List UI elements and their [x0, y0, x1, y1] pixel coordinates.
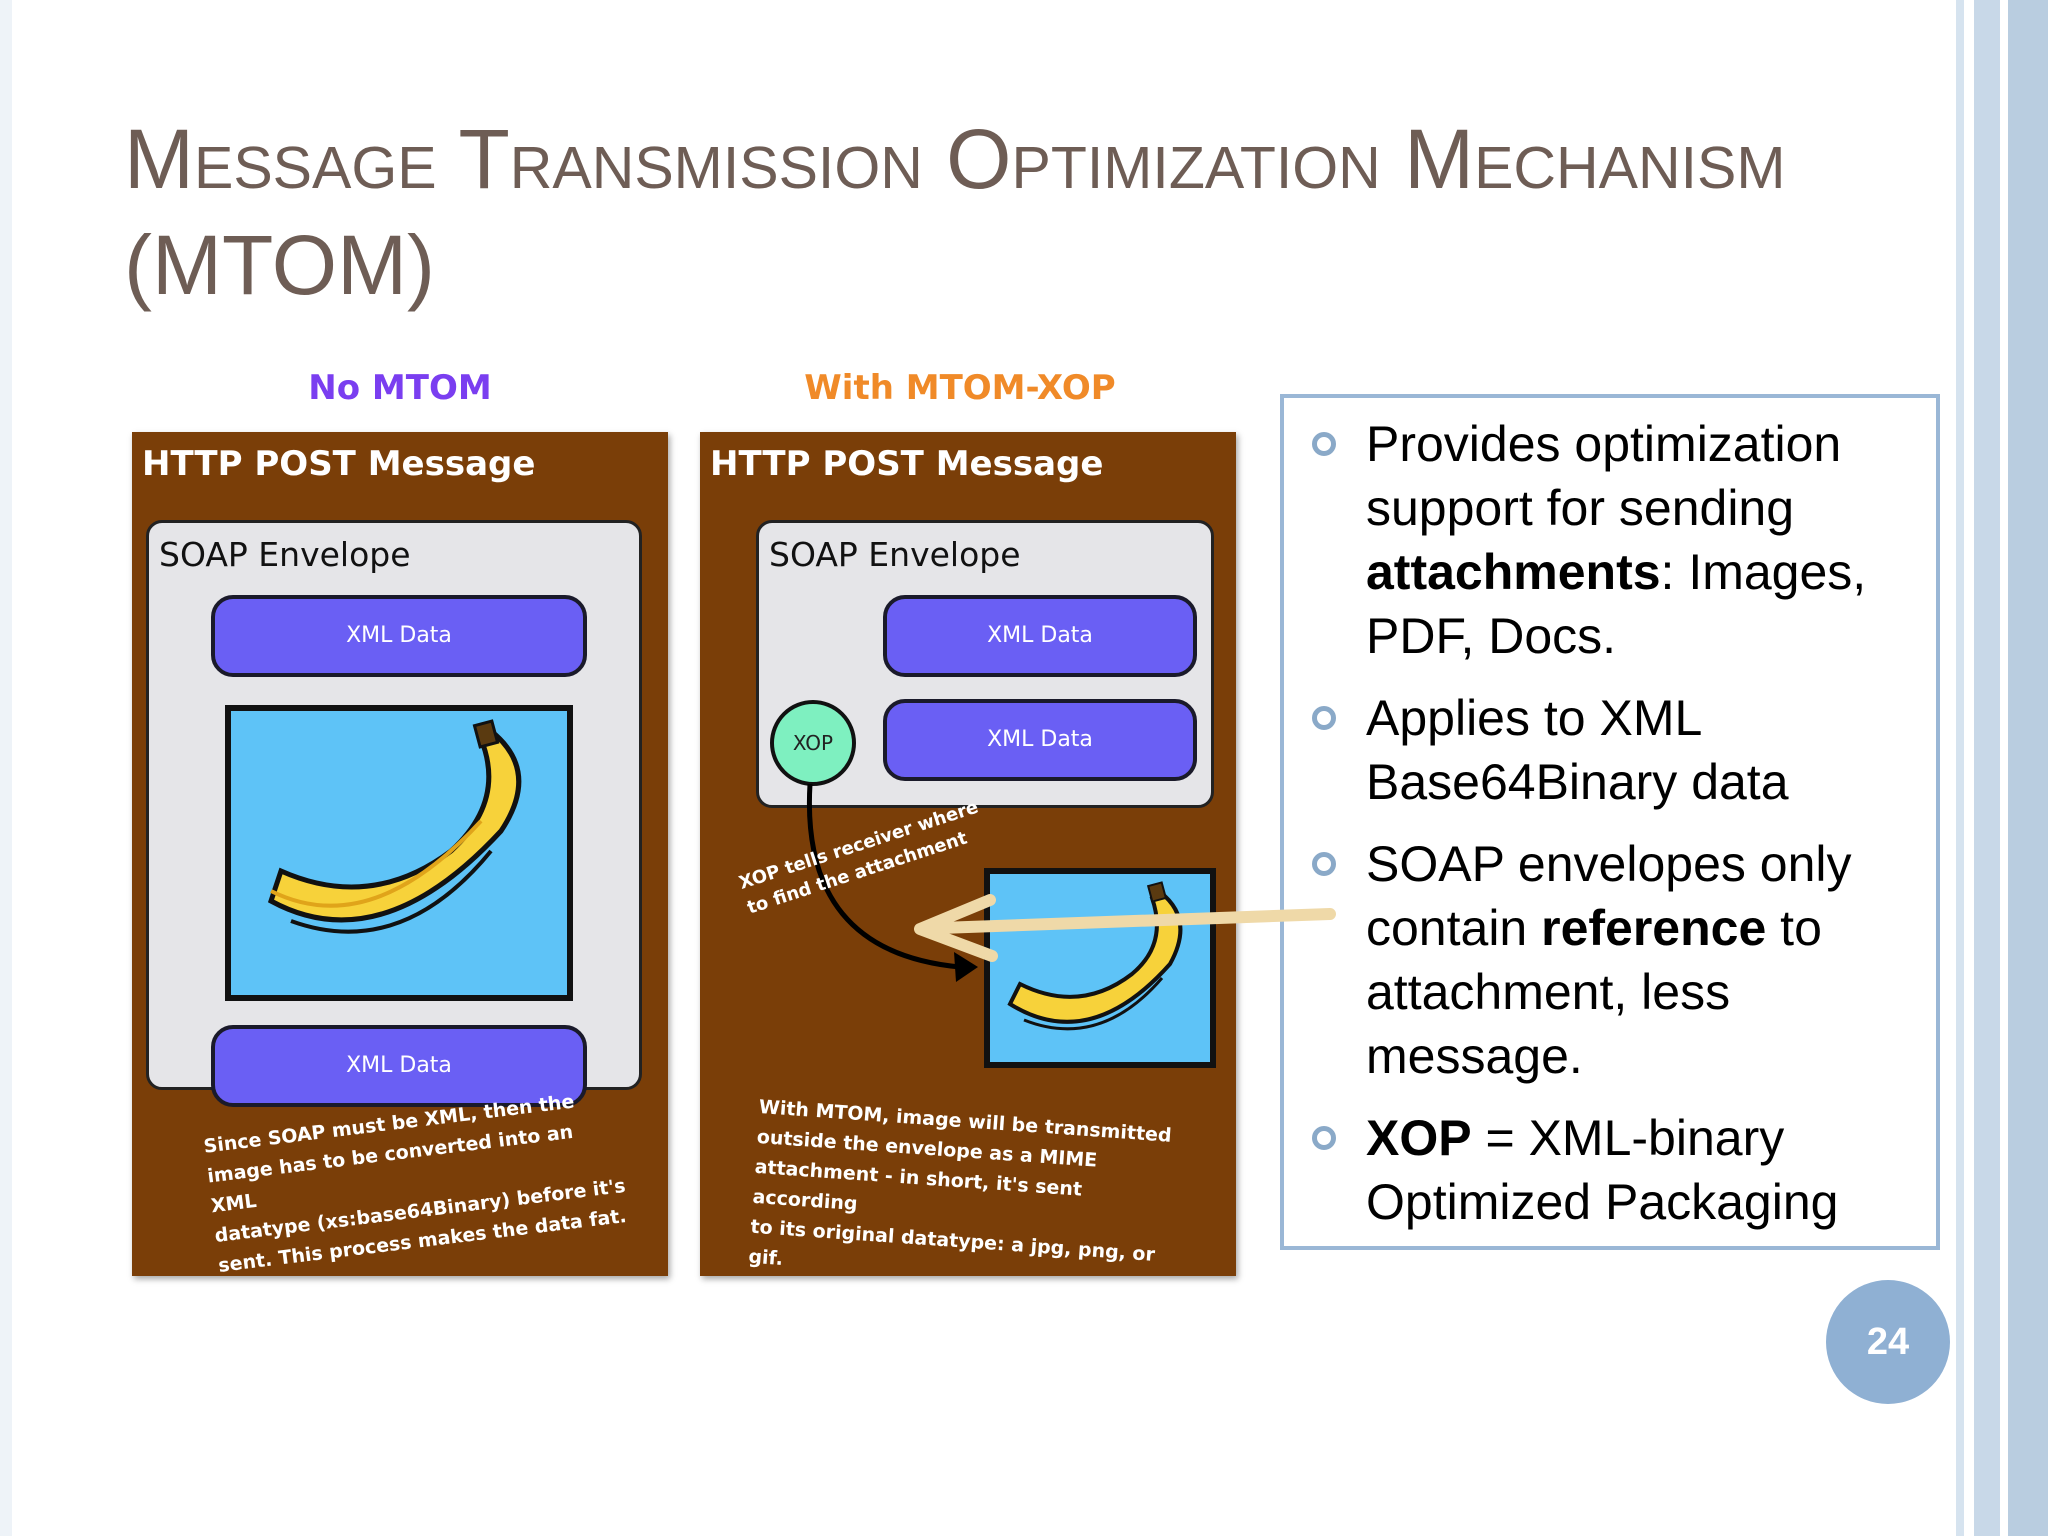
xop-node: XOP — [770, 700, 856, 786]
attachment-image — [984, 868, 1216, 1068]
right-stripe — [2000, 0, 2008, 1536]
right-stripe — [1956, 0, 1964, 1536]
no-mtom-note: Since SOAP must be XML, then the image h… — [202, 1090, 628, 1277]
bullet-item: Applies to XML Base64Binary data — [1284, 686, 1944, 814]
no-mtom-diagram: HTTP POST Message SOAP Envelope XML Data… — [132, 432, 668, 1277]
bullet-list: Provides optimization support for sendin… — [1284, 412, 1944, 1252]
bullet-box: Provides optimization support for sendin… — [1280, 394, 1940, 1250]
with-mtom-diagram: HTTP POST Message SOAP Envelope XML Data… — [700, 432, 1236, 1276]
banana-icon — [1007, 881, 1183, 1031]
xml-data-block: XML Data — [883, 595, 1197, 677]
bullet-item: Provides optimization support for sendin… — [1284, 412, 1944, 668]
bullet-item: XOP = XML-binary Optimized Packaging — [1284, 1106, 1944, 1234]
slide-title: Message Transmission Optimization Mechan… — [124, 112, 1786, 312]
bullet-dot-icon — [1312, 706, 1336, 730]
soap-envelope-title: SOAP Envelope — [769, 535, 1021, 574]
http-post-title: HTTP POST Message — [142, 444, 536, 484]
soap-envelope: SOAP Envelope XML Data XML Data — [146, 520, 642, 1107]
http-post-title: HTTP POST Message — [710, 444, 1104, 484]
left-edge-stripe — [0, 0, 12, 1536]
banana-icon — [267, 719, 522, 934]
right-stripe — [1974, 0, 2000, 1536]
right-stripe — [2008, 0, 2048, 1536]
xml-data-block: XML Data — [883, 699, 1197, 781]
bullet-dot-icon — [1312, 852, 1336, 876]
right-stripe — [1964, 0, 1974, 1536]
bullet-item: SOAP envelopes only contain reference to… — [1284, 832, 1944, 1088]
bullet-dot-icon — [1312, 432, 1336, 456]
with-mtom-label: With MTOM-XOP — [804, 368, 1116, 408]
image-block — [225, 705, 573, 1001]
page-number-badge: 24 — [1826, 1280, 1950, 1404]
bullet-dot-icon — [1312, 1126, 1336, 1150]
soap-envelope-title: SOAP Envelope — [159, 535, 411, 574]
xml-data-block: XML Data — [211, 595, 587, 677]
no-mtom-label: No MTOM — [308, 368, 492, 408]
xml-data-block: XML Data — [211, 1025, 587, 1107]
with-mtom-note: With MTOM, image will be transmitted out… — [747, 1095, 1173, 1270]
